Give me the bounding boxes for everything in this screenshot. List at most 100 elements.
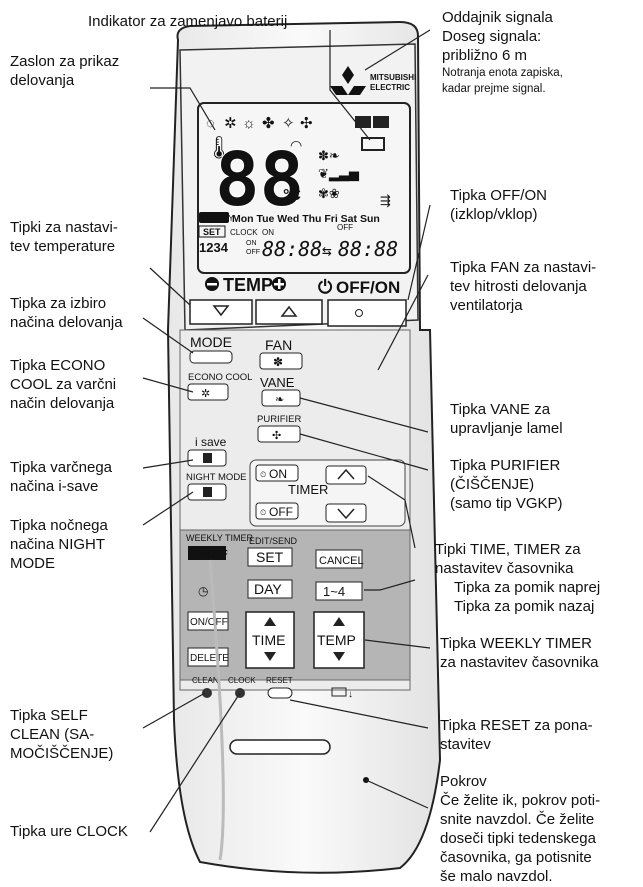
svg-text:⇶: ⇶	[380, 193, 391, 208]
offon-dot-icon	[355, 309, 363, 317]
weekly-timer-label: WEEKLY TIMER	[186, 533, 254, 543]
timer-up-button[interactable]	[325, 465, 367, 485]
brand-line-2: ELECTRIC	[370, 83, 410, 92]
mitsubishi-logo-icon	[330, 66, 366, 95]
svg-text:✽❧: ✽❧	[318, 148, 340, 163]
svg-text:✧: ✧	[282, 115, 295, 132]
clean-button[interactable]	[202, 688, 212, 698]
mode-button[interactable]	[189, 350, 233, 364]
thermometer-icon: 🌡	[205, 135, 233, 160]
svg-text:❦▂▃▅: ❦▂▃▅	[318, 166, 360, 182]
arrow-up-icon-2	[333, 617, 345, 626]
lcd-time-2: 88:88	[338, 237, 398, 261]
lcd-off-top: OFF	[337, 223, 353, 232]
label-forward: Tipka za pomik naprej	[454, 579, 601, 596]
lcd-temperature: 88	[215, 137, 304, 223]
vane-label: VANE	[260, 375, 295, 390]
isave-label: i save	[195, 435, 227, 449]
fan-label: FAN	[265, 337, 292, 353]
weekly-onoff-label: ON/OFF	[190, 549, 228, 560]
reset-button[interactable]	[267, 687, 293, 699]
timer-label: TIMER	[288, 482, 328, 497]
label-temp-keys: Tipki za nastavi-tev temperature	[10, 219, 118, 255]
range-button[interactable]	[315, 581, 363, 601]
edit-send-label: EDIT/SEND	[249, 536, 298, 546]
mode-badge-icon-2	[373, 116, 389, 128]
timer-down-button[interactable]	[325, 503, 367, 523]
set-label: SET	[256, 549, 284, 565]
day-label: DAY	[254, 581, 282, 597]
label-clock-key: Tipka ure CLOCK	[10, 823, 128, 840]
arrow-up-icon	[264, 617, 276, 626]
plus-sign-v	[278, 279, 281, 289]
label-back: Tipka za pomik nazaj	[454, 598, 595, 615]
timer-off-button[interactable]	[255, 502, 299, 520]
lcd-clock: CLOCK	[230, 228, 258, 237]
triangle-up-icon	[280, 305, 298, 317]
cancel-button[interactable]	[315, 549, 363, 569]
clean-label: CLEAN	[192, 676, 219, 685]
mode-badge-icon	[355, 116, 371, 128]
cover-shading	[208, 559, 225, 861]
lcd-arrow-icon: ⇆	[322, 241, 332, 260]
temp-down-button[interactable]	[189, 299, 253, 325]
clock-label: CLOCK	[228, 676, 256, 685]
weekly-onoff-button[interactable]	[188, 546, 226, 560]
purifier-icon: ✣	[272, 430, 281, 442]
time-label: TIME	[252, 632, 285, 648]
lcd-on: ON	[246, 240, 257, 247]
battery-indicator-icon	[361, 137, 385, 151]
minus-sign	[207, 283, 217, 286]
lcd-on-top: ON	[262, 228, 274, 237]
temp-label: TEMP	[223, 275, 273, 295]
clock-icon-2: ⏲	[260, 508, 266, 517]
temp-up-button[interactable]	[255, 299, 323, 325]
delete-label: DELETE	[190, 653, 229, 664]
econo-cool-button[interactable]	[187, 383, 229, 401]
svg-text:✤: ✤	[262, 115, 275, 132]
weekly-temp-label: TEMP	[317, 632, 356, 648]
onoff-button[interactable]	[187, 611, 229, 631]
mode-label: MODE	[190, 334, 232, 350]
purifier-label: PURIFIER	[257, 414, 301, 425]
lcd-unit: °C	[283, 187, 301, 204]
timer-on-label: ON	[269, 467, 287, 481]
offon-button[interactable]	[327, 299, 407, 327]
lcd-display	[197, 102, 411, 274]
fan-vane-icons: ✽❧❦▂▃▅✾❀⇶	[318, 148, 391, 208]
fan-button[interactable]	[259, 352, 303, 370]
power-icon: ⏻	[318, 277, 333, 297]
arrow-down-small-icon: ↓	[348, 689, 353, 700]
set-button[interactable]	[247, 547, 293, 567]
triangle-down-icon	[212, 305, 230, 317]
chevron-up-icon	[337, 468, 355, 480]
timer-on-button[interactable]	[255, 464, 299, 482]
onoff-label: ON/OFF	[190, 617, 228, 628]
svg-text:✲: ✲	[224, 115, 237, 132]
clock-small-icon: ◷	[198, 584, 209, 598]
night-label: NIGHT MODE	[186, 472, 247, 483]
econo-label: ECONO COOL	[188, 372, 252, 383]
day-button[interactable]	[247, 579, 293, 599]
lcd-weekly-badge	[199, 212, 229, 223]
label-fan-key: Tipka FAN za nastavi-tev hitrosti delova…	[450, 259, 597, 314]
lcd-program: 1234	[199, 240, 229, 255]
offon-label: OFF/ON	[336, 278, 400, 297]
lcd-time-1: 88:88	[262, 237, 322, 261]
svg-text:☼: ☼	[242, 115, 256, 132]
cover-grip[interactable]	[229, 739, 331, 755]
moon-icon	[203, 487, 212, 497]
signal-icon: ◠	[290, 137, 302, 153]
clock-icon: ⏲	[260, 470, 266, 479]
range-label: 1~4	[323, 584, 345, 599]
